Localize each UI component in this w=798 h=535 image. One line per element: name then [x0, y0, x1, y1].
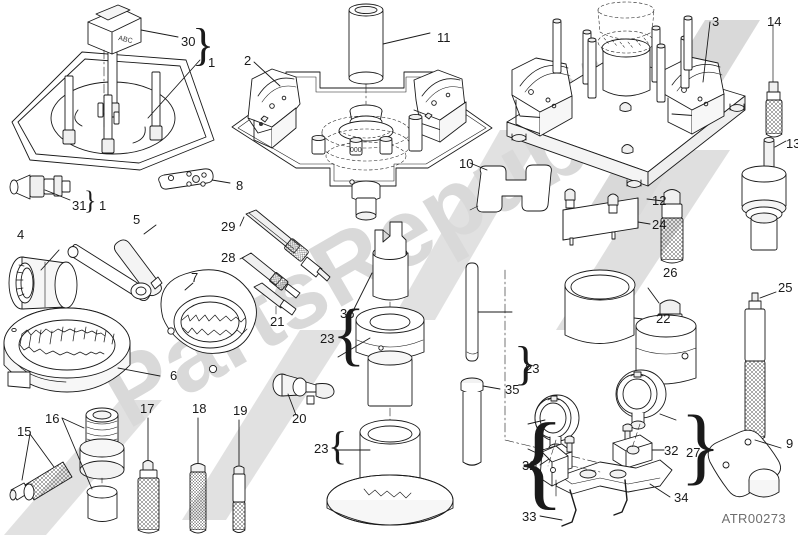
- callout-12: 12: [652, 193, 667, 208]
- callout-29: 29: [221, 219, 236, 234]
- probe-extension: [613, 479, 628, 516]
- bearing-driver-head-36: [351, 221, 409, 321]
- callout-30: 30: [181, 34, 196, 49]
- small-punch-21: [253, 282, 297, 316]
- callout-6: 6: [170, 368, 178, 383]
- bracket-body-34: [539, 445, 673, 497]
- knurled-punch-19: [232, 419, 246, 533]
- brace-group-1-bottom: }: [84, 186, 97, 215]
- svg-text:000: 000: [350, 147, 362, 154]
- callout-14: 14: [767, 14, 782, 29]
- callout-36: 36: [340, 306, 355, 321]
- callout-18: 18: [192, 401, 207, 416]
- assembly-crankshaft-base-3: [506, 1, 746, 188]
- knurled-sleeve-set-15: [9, 433, 73, 501]
- t-handle-valve-tool-20: [272, 373, 335, 416]
- brace-group-27: }: [680, 397, 722, 493]
- driver-collar: [355, 306, 425, 360]
- gear-stack: 000: [311, 104, 411, 171]
- flange-teeth: [363, 488, 412, 499]
- callout-16: 16: [45, 411, 60, 426]
- callout-26: 26: [663, 265, 678, 280]
- assembly-dial-gauges-27: [527, 369, 677, 527]
- brace-group-23-lower: {: [328, 423, 348, 468]
- adapter-fitting-31: [9, 174, 71, 201]
- callout-15: 15: [17, 424, 32, 439]
- callout-5: 5: [133, 212, 141, 227]
- driver-sleeve-11: [348, 3, 431, 105]
- bearing-puller-bracket-9: [707, 429, 782, 498]
- spring-loaded-driver-29: [239, 209, 331, 282]
- knurled-pin-tool-14: [765, 23, 783, 138]
- callout-25: 25: [778, 280, 793, 295]
- knurled-punch-18: [189, 417, 207, 534]
- marker-block-30: ABC: [87, 4, 142, 55]
- assembly-base-plate-1: ABC: [11, 4, 215, 171]
- callout-19: 19: [233, 403, 248, 418]
- clutch-holding-tool-7: [160, 269, 257, 374]
- callout-2: 2: [244, 53, 252, 68]
- callout-7: 7: [191, 270, 199, 285]
- callout-33: 33: [522, 509, 537, 524]
- callout-20: 20: [292, 411, 307, 426]
- probe-hook-33: [561, 489, 577, 527]
- assembly-bearing-driver-23: [326, 221, 454, 526]
- callout-35: 35: [505, 382, 520, 397]
- callout-1-upper: 1: [208, 55, 216, 70]
- pin-punch-28: [239, 252, 301, 299]
- knurled-punch-17: [137, 417, 160, 534]
- callout-23-right: 23: [525, 361, 540, 376]
- knurled-extension-rod-25: [744, 291, 777, 441]
- callout-17: 17: [140, 401, 155, 416]
- driver-sleeve-mid: [367, 350, 413, 431]
- brace-group-23-upper: {: [332, 296, 366, 373]
- retaining-fork-10: [469, 162, 552, 213]
- spline-teeth: [181, 314, 248, 336]
- callout-34: 34: [674, 490, 689, 505]
- diagram-code: ATR00273: [721, 511, 786, 526]
- toothed-ring-socket-6: [3, 307, 161, 393]
- driver-flanged-body: [326, 419, 454, 526]
- brace-group-32: {: [514, 402, 565, 519]
- callout-24: 24: [652, 217, 667, 232]
- callout-22: 22: [656, 311, 671, 326]
- callout-1-lower: 1: [99, 198, 107, 213]
- spacer-bar-24: [562, 188, 651, 246]
- callout-23-lower: 23: [314, 441, 329, 456]
- threaded-adapter-set-16: [61, 407, 125, 522]
- driver-cup-22: [564, 269, 653, 344]
- callout-13: 13: [786, 136, 798, 151]
- ring-teeth: [19, 326, 115, 356]
- callout-28: 28: [221, 250, 236, 265]
- callout-3: 3: [712, 14, 720, 29]
- callout-9: 9: [786, 436, 794, 451]
- brace-group-1-top: }: [192, 19, 215, 70]
- brace-group-23-right: }: [514, 337, 538, 390]
- callout-23-upper: 23: [320, 331, 335, 346]
- callout-11: 11: [437, 30, 451, 45]
- support-studs: [552, 15, 693, 103]
- t-handle-wrench-5: [67, 224, 163, 302]
- callout-32-right: 32: [664, 443, 679, 458]
- bush-driver-body-26: [635, 287, 697, 385]
- socket-tool-4: [8, 249, 78, 310]
- knurled-guide-pin-12: [646, 189, 684, 264]
- locking-plate-8: [158, 168, 231, 190]
- dial-gauge-right: [612, 369, 667, 469]
- callout-31: 31: [72, 198, 87, 213]
- callout-27-left: 27: [686, 445, 701, 460]
- callout-8: 8: [236, 178, 244, 193]
- callout-32-left: 32: [522, 458, 537, 473]
- assembly-crankcase-fixture-2: 000: [231, 3, 493, 221]
- assembly-rod-35: [460, 262, 613, 467]
- svg-text:ABC: ABC: [118, 35, 134, 45]
- bush-driver-13: [741, 137, 787, 251]
- callout-21: 21: [270, 314, 285, 329]
- callout-10: 10: [459, 156, 474, 171]
- callout-4: 4: [17, 227, 25, 242]
